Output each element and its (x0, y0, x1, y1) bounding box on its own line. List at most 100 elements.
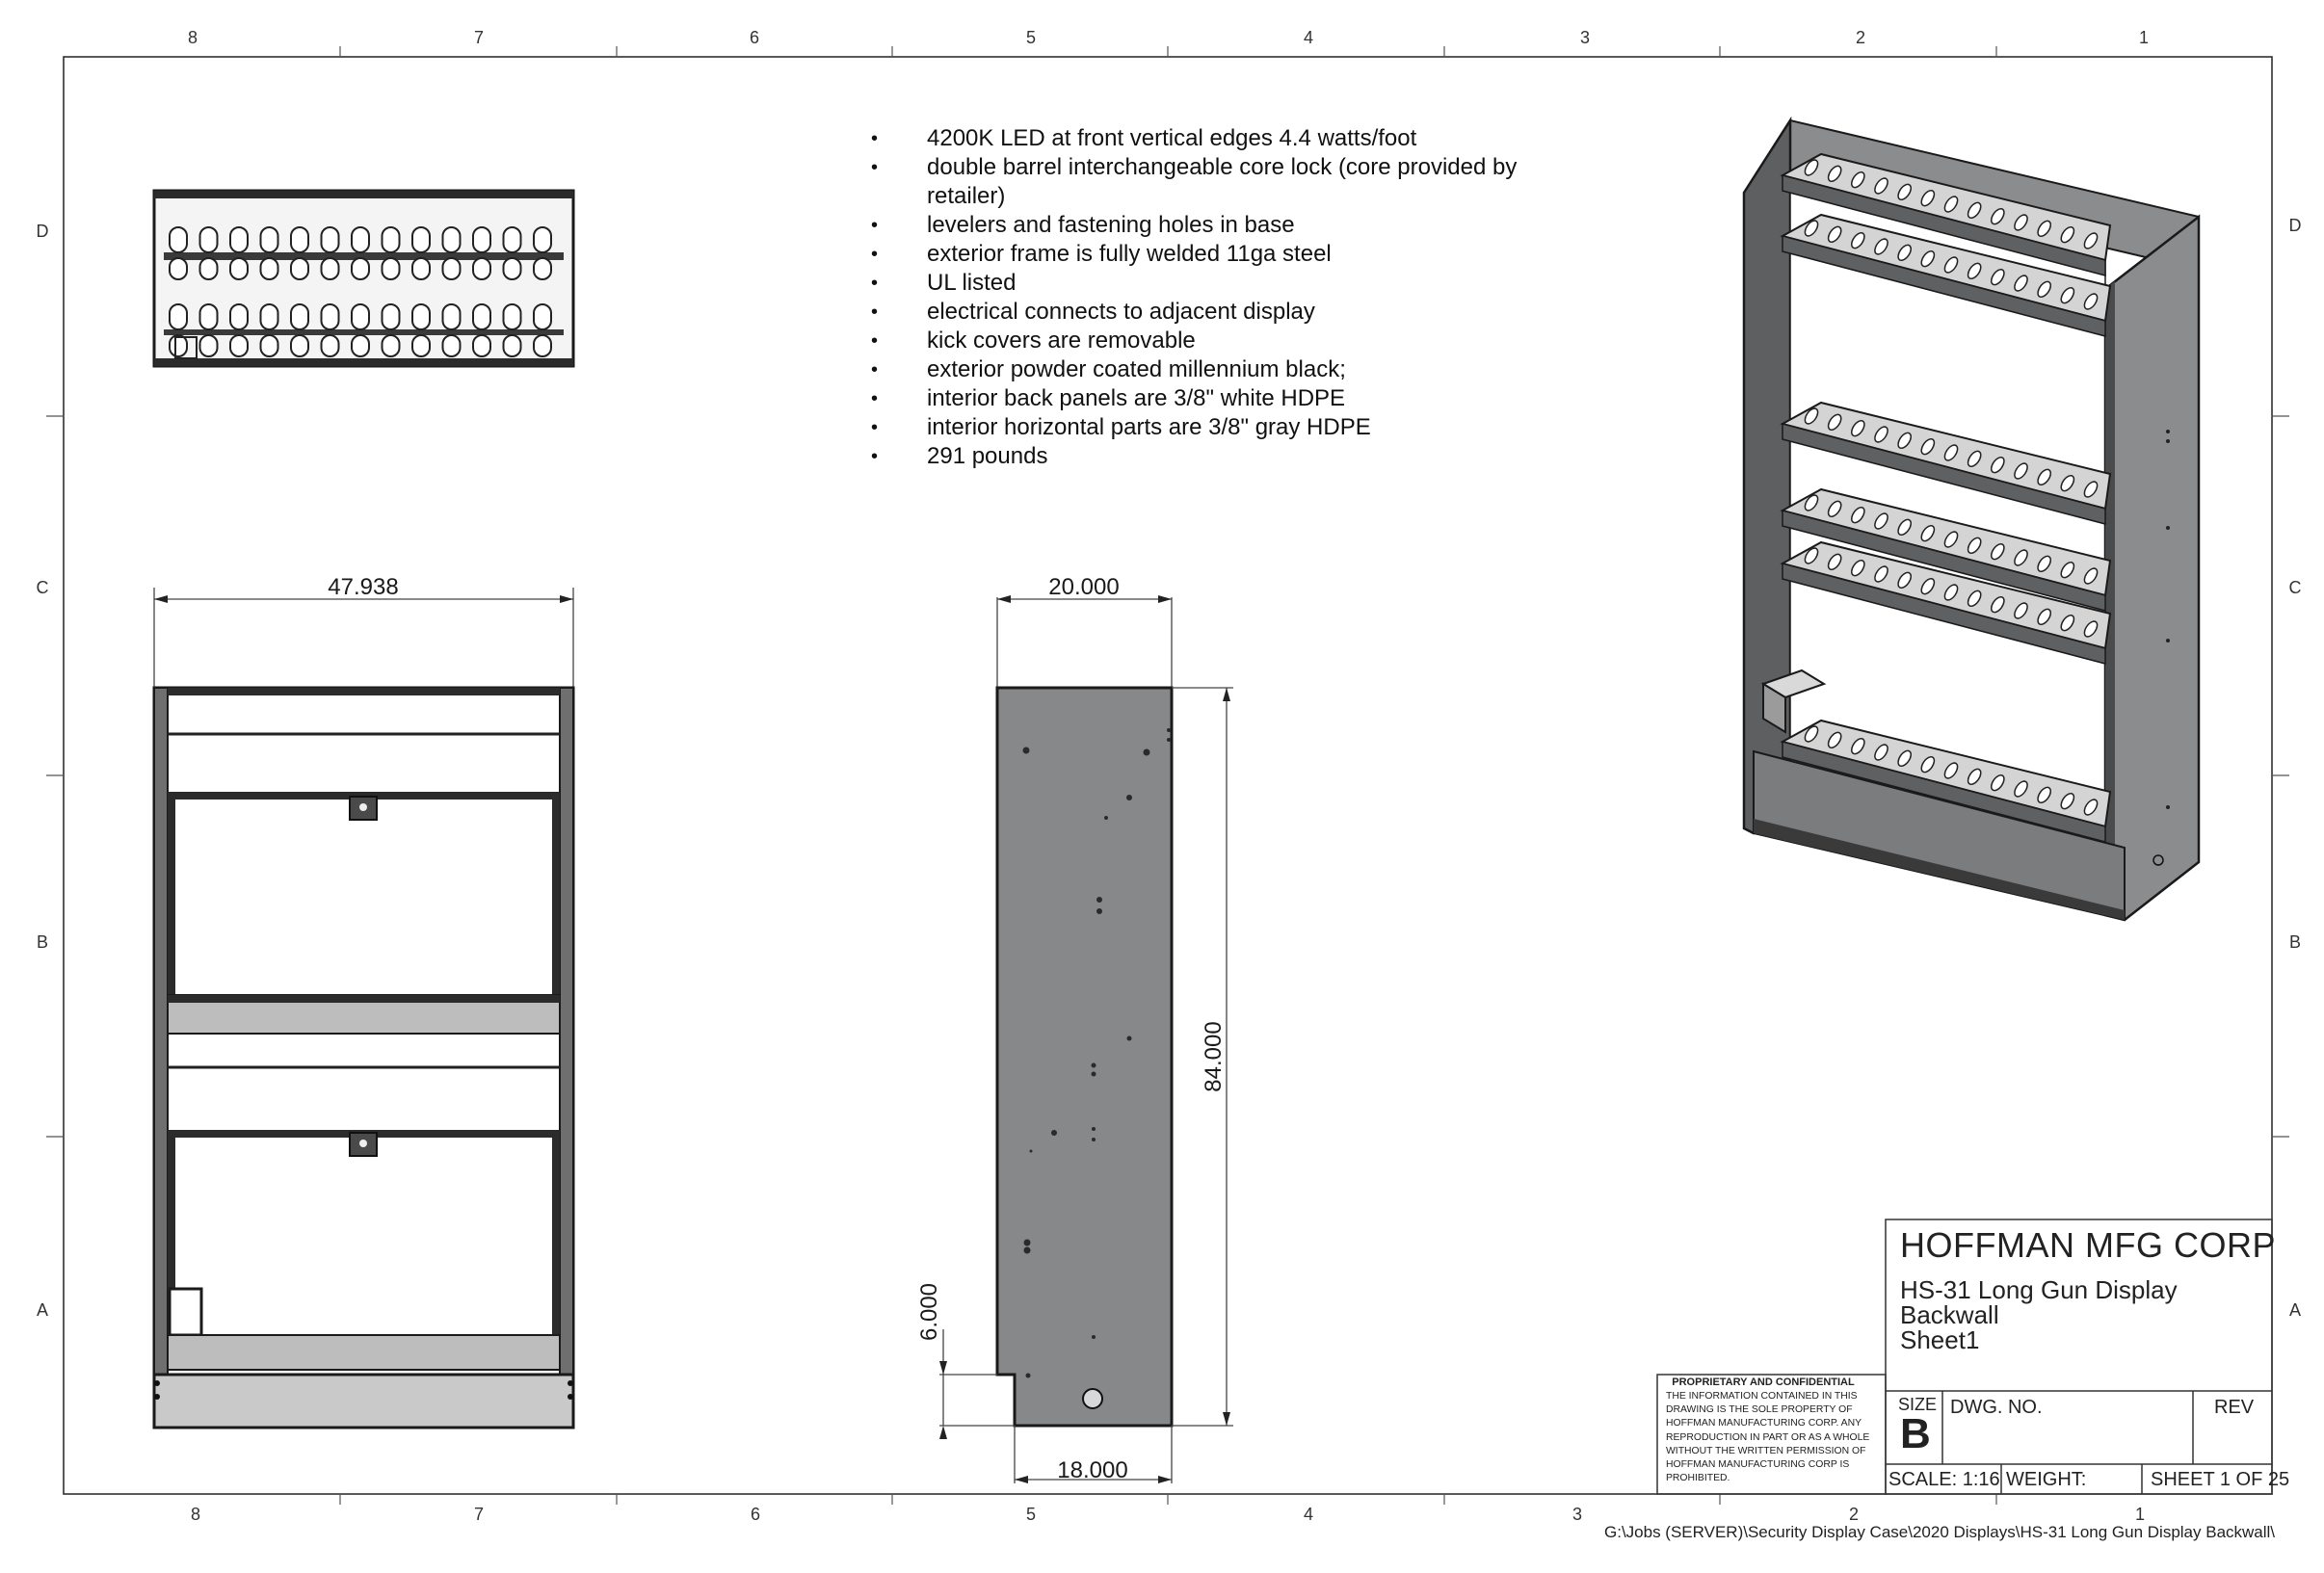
shelf-slot (2060, 475, 2075, 492)
zone-label: 5 (1026, 28, 1036, 47)
gun-slot (533, 303, 552, 330)
shelf-slot (1850, 560, 1865, 577)
shelf-slot (2060, 287, 2075, 304)
shelf-slot (1827, 413, 1842, 431)
zone-label: 2 (1849, 1505, 1859, 1524)
shelf-edge (1782, 174, 2106, 276)
zone-label: 1 (2135, 1505, 2145, 1524)
shelf-slot (2037, 608, 2052, 625)
note-item: 4200K LED at front vertical edges 4.4 wa… (867, 124, 1599, 153)
shelf-slot (1990, 596, 2005, 614)
shelf-slot (1897, 749, 1913, 767)
dimension-width: 47.938 (328, 574, 398, 600)
shelf-edge (1782, 510, 2106, 612)
shelf-slot (1990, 269, 2005, 286)
zone-label: 6 (751, 1505, 760, 1524)
shelf-slot (1874, 238, 1888, 255)
shelf-slot (2083, 293, 2099, 310)
shelf-slot (2060, 226, 2075, 244)
gun-slot (169, 257, 188, 280)
gun-slot (259, 257, 279, 280)
shelf-slot (2014, 214, 2028, 231)
gun-slot (169, 334, 188, 357)
title-block-frame (1656, 1219, 2273, 1495)
shelf-slot (2037, 220, 2052, 237)
gun-slot (198, 226, 219, 253)
gun-slot (290, 303, 309, 330)
gun-slot (472, 303, 491, 330)
zone-label: 3 (1580, 28, 1590, 47)
shelf-slot (1850, 171, 1865, 189)
dimension-depth: 20.000 (1048, 574, 1119, 600)
gun-slot (381, 334, 401, 357)
gun-slot (533, 257, 552, 280)
gun-slot (169, 226, 188, 253)
zone-label: 8 (188, 28, 198, 47)
shelf-slot (1850, 507, 1865, 524)
shelf-slot (1827, 165, 1842, 182)
gun-slot (351, 226, 370, 253)
zone-label: B (37, 932, 48, 952)
shelf-edge (1782, 423, 2106, 525)
zone-label: 5 (1026, 1505, 1036, 1524)
shelf-slot (1990, 774, 2005, 792)
zone-label: 4 (1304, 28, 1313, 47)
gun-slot (198, 257, 219, 280)
zone-labels-bottom: 8 7 6 5 4 3 2 1 (191, 1505, 2145, 1524)
side-view: 20.000 84.000 6.000 (916, 574, 1233, 1483)
shelf-slot (2083, 620, 2099, 638)
gun-slot (290, 257, 309, 280)
gun-slot (533, 334, 552, 357)
shelf-slot (2083, 567, 2099, 585)
shelf-slot (1897, 571, 1913, 589)
isometric-view (1742, 116, 2201, 922)
shelf-slot (2037, 786, 2052, 803)
shelf-slot (1920, 525, 1936, 542)
drawing-number-label: DWG. NO. (1950, 1397, 2043, 1418)
file-path: G:\Jobs (SERVER)\Security Display Case\2… (1604, 1523, 2276, 1541)
gun-slot (502, 303, 522, 330)
gun-slot (320, 334, 340, 357)
note-item: 291 pounds (867, 442, 1599, 471)
shelf-slot (1897, 432, 1913, 449)
note-item: UL listed (867, 269, 1599, 298)
note-item: exterior powder coated millennium black; (867, 355, 1599, 384)
shelf-slot (1850, 738, 1865, 755)
shelf-edge (1782, 235, 2106, 337)
zone-label: B (2289, 932, 2301, 952)
zone-labels-top: 8 7 6 5 4 3 2 1 (188, 28, 2149, 47)
shelf-slot (1943, 444, 1959, 461)
gun-slot (290, 226, 309, 253)
gun-slot (320, 257, 340, 280)
shelf-slot (1990, 543, 2005, 561)
zone-label: 8 (191, 1505, 200, 1524)
gun-slot (198, 303, 219, 330)
gun-slot (533, 226, 552, 253)
shelf-slot (1804, 407, 1819, 425)
shelf-slot (1897, 183, 1913, 200)
shelf-slot (1804, 159, 1819, 176)
drawing-title-line: Backwall (1900, 1300, 1999, 1329)
gun-slot (441, 257, 462, 280)
shelf-slot (1967, 450, 1982, 467)
note-item: electrical connects to adjacent display (867, 298, 1599, 327)
zone-label: A (37, 1300, 48, 1320)
shelf-slot (1804, 725, 1819, 743)
shelf-slot (1920, 578, 1936, 595)
shelf-slot (2037, 555, 2052, 572)
note-item: kick covers are removable (867, 327, 1599, 355)
shelf-slot (1874, 177, 1888, 195)
drawing-title-line: HS-31 Long Gun Display (1900, 1275, 2178, 1304)
dimension-height: 84.000 (1201, 1021, 1227, 1091)
shelf-slot (1943, 196, 1959, 213)
shelf-slot (2037, 468, 2052, 485)
gun-slot (351, 334, 370, 357)
shelf-slot (2060, 615, 2075, 632)
shelf-slot (1827, 225, 1842, 243)
revision-label: REV (2214, 1397, 2255, 1418)
zone-label: 3 (1572, 1505, 1582, 1524)
size-label: SIZE (1898, 1395, 1938, 1414)
shelf-slot (1967, 201, 1982, 219)
shelf-slot (1967, 262, 1982, 279)
